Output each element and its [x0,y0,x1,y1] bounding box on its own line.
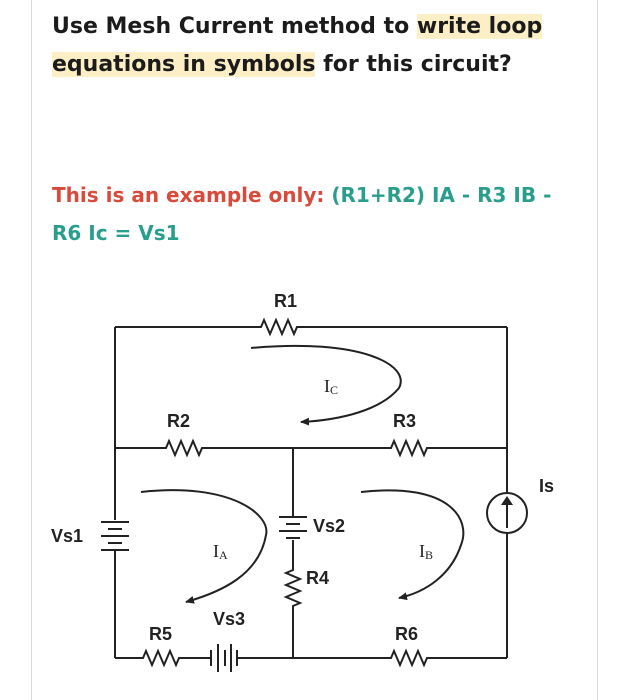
label-r6: R6 [395,624,418,644]
label-r1: R1 [274,291,297,311]
ib-arc [360,489,465,601]
example-text: This is an example only: (R1+R2) IA - R3… [52,176,582,252]
question-card: Use Mesh Current method to write loop eq… [31,0,598,700]
circuit-diagram: R1 R2 R3 R4 R5 R6 Vs1 Vs2 Vs3 Is IC IA I… [51,291,554,672]
vs2-source [279,516,307,539]
bottom-wire [115,648,211,668]
highlight-write-loop: write loop [416,14,543,39]
label-r5: R5 [149,624,172,644]
label-vs3: Vs3 [213,609,245,629]
example-label: This is an example only: [52,183,332,207]
vs3-source [210,644,238,672]
question-part1: Use Mesh Current method to [52,14,417,39]
is-source [486,492,528,534]
middle-wire [115,438,507,458]
label-is: Is [539,476,554,496]
example-equation: (R1+R2) IA - R3 IB - R6 Ic = Vs1 [52,183,552,245]
vs1-source [101,521,129,551]
label-vs1: Vs1 [51,526,83,546]
label-r2: R2 [167,411,190,431]
top-wire [115,317,507,337]
current-ic: IC [324,376,338,397]
current-ia: IA [213,541,228,562]
ia-arc [140,489,268,604]
current-ib: IB [419,541,433,562]
label-r3: R3 [393,411,416,431]
label-r4: R4 [306,568,329,588]
question-part2: for this circuit? [315,52,512,77]
highlight-equations: equations in symbols [52,52,316,77]
label-vs2: Vs2 [313,516,345,536]
ic-arc [250,344,402,426]
question-text: Use Mesh Current method to write loop eq… [52,8,582,84]
